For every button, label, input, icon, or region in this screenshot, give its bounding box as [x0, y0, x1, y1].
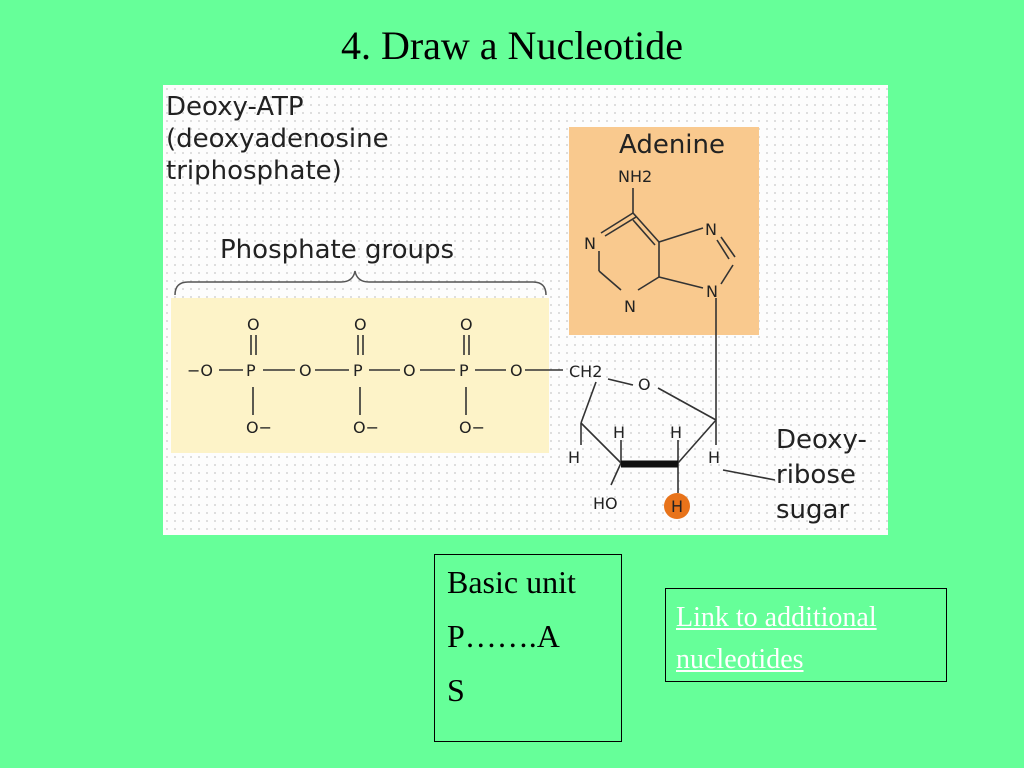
nucleotide-figure: Deoxy-ATP (deoxyadenosine triphosphate) … — [163, 85, 888, 535]
basic-unit-line-1: Basic unit — [447, 564, 576, 600]
o-minus-1: O− — [246, 418, 272, 437]
adenine-n1: N — [584, 234, 596, 253]
adenine-n9: N — [706, 282, 718, 301]
phosphate-chain: −O P P P O O O O O O O− O− O− — [187, 315, 563, 437]
slide-title: 4. Draw a Nucleotide — [340, 23, 684, 68]
ring-oxygen: O — [638, 375, 651, 394]
o-minus-2: O− — [353, 418, 379, 437]
h-atom-c1: H — [708, 448, 720, 467]
bridge-oxygen-3: O — [510, 361, 523, 380]
bridge-oxygen-2: O — [403, 361, 416, 380]
ch2-label: CH2 — [569, 362, 602, 381]
terminal-o-minus: −O — [187, 361, 213, 380]
basic-unit-box: Basic unit P…….A S — [434, 554, 622, 742]
adenine-rings — [598, 188, 736, 420]
double-bond-oxygen-2: O — [354, 315, 367, 334]
basic-unit-line-2: P…….A — [447, 618, 560, 654]
phosphate-groups-label: Phosphate groups — [220, 235, 454, 265]
heading-line-3: triphosphate) — [166, 156, 342, 186]
o-minus-3: O− — [459, 418, 485, 437]
phosphate-box — [171, 298, 549, 453]
amine-label: NH2 — [618, 167, 652, 186]
h-atom-c2-top: H — [670, 423, 682, 442]
adenine-box — [569, 127, 759, 335]
h-atom-c3-top: H — [613, 423, 625, 442]
phosphate-brace — [174, 270, 547, 296]
highlighted-h-label: H — [671, 497, 683, 516]
adenine-label: Adenine — [619, 130, 725, 160]
double-bond-oxygen-3: O — [460, 315, 473, 334]
phosphorus-2: P — [353, 361, 363, 380]
heading-line-2: (deoxyadenosine — [166, 124, 389, 154]
sugar-label-line-2: ribose — [776, 460, 856, 490]
additional-nucleotides-link[interactable]: Link to additional nucleotides — [676, 602, 877, 675]
sugar-label-line-3: sugar — [776, 495, 849, 525]
double-bond-oxygen-1: O — [247, 315, 260, 334]
hydroxyl-label: HO — [593, 494, 618, 513]
highlighted-hydrogen — [664, 493, 690, 519]
sugar-label-line-1: Deoxy- — [776, 425, 867, 455]
bridge-oxygen-1: O — [299, 361, 312, 380]
adenine-n7: N — [705, 220, 717, 239]
h-atom-c4: H — [568, 448, 580, 467]
deoxyribose-ring: CH2 O H H H H HO H — [568, 362, 776, 519]
phosphorus-1: P — [246, 361, 256, 380]
heading-line-1: Deoxy-ATP — [166, 92, 304, 122]
adenine-n3: N — [624, 297, 636, 316]
phosphorus-3: P — [459, 361, 469, 380]
basic-unit-line-3: S — [447, 672, 465, 708]
deoxy-atp-diagram: Deoxy-ATP (deoxyadenosine triphosphate) … — [166, 92, 867, 525]
link-box: Link to additional nucleotides — [665, 588, 947, 682]
